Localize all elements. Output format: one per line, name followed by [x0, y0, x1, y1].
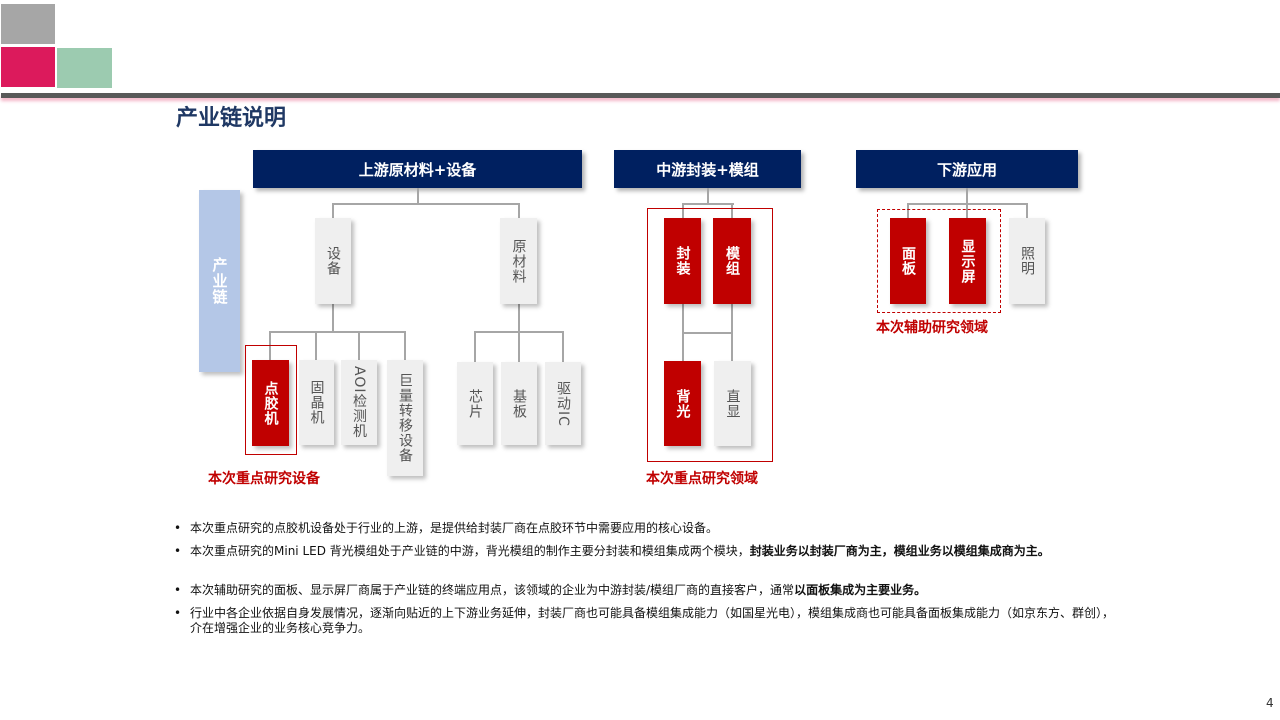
- connector: [518, 331, 520, 362]
- bullet-4: 行业中各企业依据自身发展情况，逐渐向贴近的上下游业务延伸，封装厂商也可能具备模组…: [174, 606, 1114, 636]
- bullet-text: 本次辅助研究的面板、显示屏厂商属于产业链的终端应用点，该领域的企业为中游封装/模…: [190, 583, 795, 597]
- node-module: 模组: [713, 218, 751, 304]
- connector: [332, 203, 334, 218]
- aux-outline-downstream: [877, 209, 1001, 313]
- node-direct-display: 直显: [714, 361, 751, 446]
- bullet-text: 本次重点研究的点胶机设备处于行业的上游，是提供给封装厂商在点胶环节中需要应用的核…: [190, 521, 719, 535]
- bullet-2: 本次重点研究的Mini LED 背光模组处于产业链的中游，背光模组的制作主要分封…: [174, 544, 1114, 559]
- connector: [966, 188, 968, 205]
- connector: [474, 331, 476, 362]
- node-driver-ic: 驱动IC: [545, 362, 581, 445]
- node-dispenser: 点胶机: [252, 360, 289, 446]
- bullet-3: 本次辅助研究的面板、显示屏厂商属于产业链的终端应用点，该领域的企业为中游封装/模…: [174, 583, 1114, 598]
- connector: [907, 203, 909, 218]
- node-lighting: 照明: [1009, 218, 1045, 304]
- header-midstream: 中游封装+模组: [614, 150, 801, 188]
- node-substrate: 基板: [501, 362, 537, 445]
- bullet-1: 本次重点研究的点胶机设备处于行业的上游，是提供给封装厂商在点胶环节中需要应用的核…: [174, 521, 1114, 536]
- node-aoi: AOI检测机: [341, 360, 377, 445]
- connector: [417, 188, 419, 205]
- connector: [358, 331, 360, 360]
- aux-label-downstream: 本次辅助研究领域: [876, 320, 988, 336]
- deco-square-grey: [1, 4, 55, 44]
- header-upstream: 上游原材料+设备: [253, 150, 582, 188]
- connector: [404, 331, 406, 360]
- bullet-text: 本次重点研究的Mini LED 背光模组处于产业链的中游，背光模组的制作主要分封…: [190, 544, 750, 558]
- connector: [315, 331, 317, 360]
- node-panel: 面板: [890, 218, 926, 304]
- node-materials: 原材料: [500, 218, 537, 304]
- connector: [682, 203, 734, 205]
- deco-square-green: [57, 48, 112, 88]
- focus-label-midstream: 本次重点研究领域: [646, 471, 758, 487]
- bullet-bold-text: 以面板集成为主要业务。: [794, 583, 927, 597]
- connector: [518, 203, 520, 218]
- node-mass-transfer: 巨量转移设备: [387, 360, 423, 476]
- connector: [1026, 203, 1028, 218]
- node-packaging: 封装: [664, 218, 701, 304]
- header-divider: [1, 93, 1280, 98]
- deco-square-pink: [1, 47, 55, 87]
- focus-label-equipment: 本次重点研究设备: [208, 471, 320, 487]
- connector: [731, 203, 733, 218]
- side-label-industry-chain: 产业链: [199, 190, 240, 372]
- connector: [562, 331, 564, 362]
- connector: [707, 188, 709, 205]
- bullet-bold-text: 封装业务以封装厂商为主，模组业务以模组集成商为主。: [749, 544, 1050, 558]
- connector: [518, 304, 520, 333]
- focus-outline-equipment: [245, 345, 297, 455]
- connector: [966, 203, 968, 218]
- node-display-screen: 显示屏: [949, 218, 986, 304]
- node-chip: 芯片: [457, 362, 493, 445]
- connector: [682, 332, 733, 334]
- connector: [682, 203, 684, 218]
- node-equipment: 设备: [315, 218, 351, 304]
- connector: [332, 203, 520, 205]
- node-backlight: 背光: [664, 361, 701, 446]
- header-downstream: 下游应用: [856, 150, 1078, 188]
- bullet-text: 行业中各企业依据自身发展情况，逐渐向贴近的上下游业务延伸，封装厂商也可能具备模组…: [190, 606, 1115, 635]
- page-number: 4: [1266, 696, 1274, 710]
- page-title: 产业链说明: [176, 106, 287, 131]
- node-die-bonder: 固晶机: [299, 360, 334, 445]
- connector: [269, 331, 406, 333]
- connector: [332, 304, 334, 333]
- focus-outline-midstream: [647, 208, 773, 462]
